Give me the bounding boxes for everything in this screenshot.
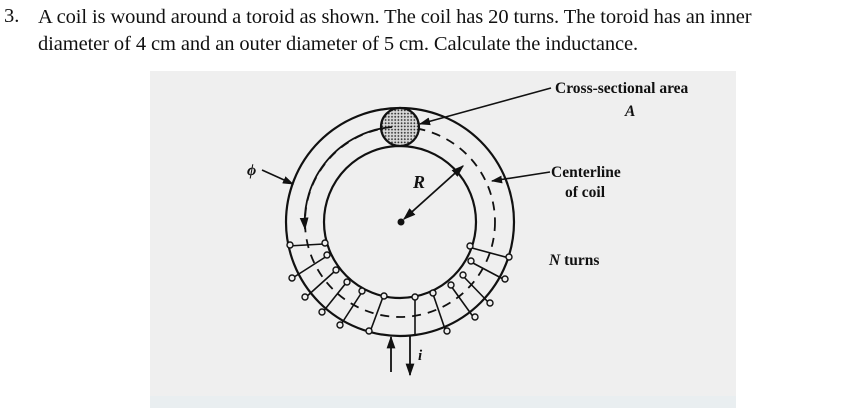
- cross-section-leader: [418, 87, 552, 126]
- flux-label: ϕ: [247, 162, 256, 179]
- cross-section-label: Cross-sectional area: [555, 80, 689, 97]
- centerline-label-2: of coil: [565, 184, 606, 201]
- cross-section-symbol: A: [624, 103, 635, 120]
- cross-section-circle: [379, 106, 421, 148]
- problem-text-line-1: A coil is wound around a toroid as shown…: [38, 6, 752, 28]
- radius-arrow: [403, 165, 464, 220]
- flux-pointer: [261, 169, 295, 185]
- turns-label: N turns: [548, 252, 599, 269]
- toroid-diagram: ϕ R Cross-sectional area A Centerline of…: [247, 80, 689, 377]
- centerline-dashed: [304, 126, 496, 318]
- center-dot: [397, 218, 405, 226]
- coil-wire-dots: [286, 239, 513, 335]
- radius-label: R: [412, 172, 425, 192]
- toroid-figure: ϕ R Cross-sectional area A Centerline of…: [150, 71, 736, 408]
- centerline-leader: [490, 171, 551, 184]
- current-label: i: [418, 348, 423, 364]
- coil-windings: [287, 243, 510, 336]
- centerline-label-1: Centerline: [551, 164, 621, 181]
- problem-number: 3.: [4, 5, 20, 27]
- figure-bottom-strip: [150, 396, 736, 408]
- problem-text-line-2: diameter of 4 cm and an outer diameter o…: [38, 33, 639, 55]
- flux-direction-arrow: [299, 126, 393, 231]
